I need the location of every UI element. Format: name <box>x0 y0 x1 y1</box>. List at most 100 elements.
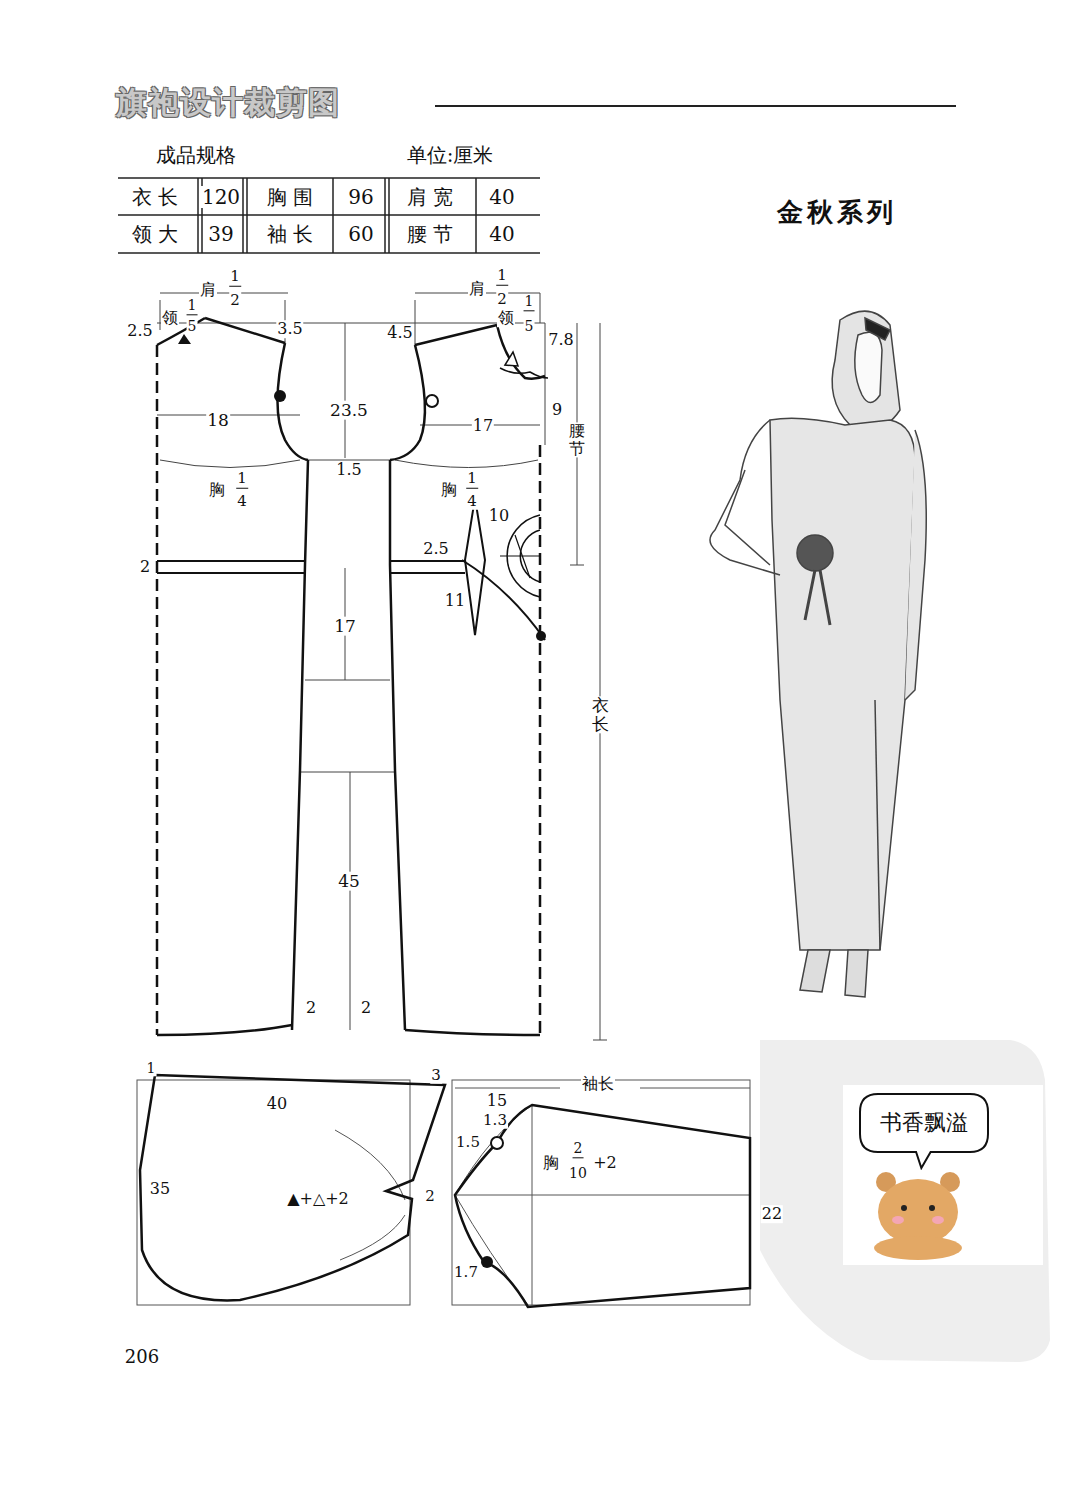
guide-line <box>300 772 395 773</box>
button-mark <box>536 631 546 641</box>
dimension-number: 4 <box>236 493 248 510</box>
back-piece <box>157 318 308 1035</box>
guide-line <box>455 1195 750 1196</box>
guide-line <box>350 772 351 1030</box>
fashion-illustration <box>875 700 880 950</box>
front-piece <box>539 445 542 1035</box>
back-piece <box>292 460 308 1030</box>
dimension-number: 10 <box>568 1166 588 1181</box>
dimension-label: 腰节 <box>568 422 586 457</box>
guide-line <box>640 1088 750 1089</box>
guide-line <box>532 1105 533 1305</box>
dimension-number: 胸 <box>440 481 458 499</box>
dimension-number: 17 <box>472 417 494 435</box>
dimension-number: 4.5 <box>386 324 413 342</box>
spec-table <box>118 178 540 253</box>
dimension-number: 1 <box>496 267 508 286</box>
balance-mark <box>491 1137 503 1149</box>
dimension-number: 40 <box>488 186 515 208</box>
dimension-number: 15 <box>486 1092 508 1110</box>
guide-line <box>345 323 346 458</box>
guide-line <box>160 460 300 468</box>
page-title: 旗袍设计裁剪图 <box>116 82 340 124</box>
guide-line <box>160 293 288 294</box>
dimension-number: 1 <box>229 268 241 287</box>
dimension-number: 衣 长 <box>131 186 179 208</box>
front-piece <box>390 345 425 460</box>
header-rule <box>435 105 956 107</box>
spec-table <box>384 178 386 253</box>
dimension-number: 1 <box>236 470 248 489</box>
dimension-number: 领 <box>161 309 179 327</box>
fashion-illustration <box>845 950 868 997</box>
dimension-number: 金秋系列 <box>776 198 898 227</box>
bear-sticker <box>892 1216 904 1224</box>
guide-line <box>305 680 390 681</box>
bear-sticker <box>874 1236 962 1260</box>
dimension-number: 肩 <box>199 281 217 299</box>
dimension-number: 1 <box>146 1061 157 1076</box>
front-piece <box>390 572 465 574</box>
dimension-number: 单位:厘米 <box>406 144 495 166</box>
dimension-number: 2.5 <box>126 322 153 340</box>
dimension-number: 1.5 <box>455 1134 481 1151</box>
spec-table <box>197 178 199 253</box>
front-piece <box>465 498 485 635</box>
guide-line <box>415 300 416 345</box>
dimension-number: 40 <box>266 1095 288 1113</box>
dimension-number: 1 <box>466 470 478 489</box>
back-piece <box>205 318 285 343</box>
dimension-number: 肩 宽 <box>406 186 454 208</box>
dimension-number: 39 <box>207 223 234 245</box>
speech-bubble: 书香飘溢 <box>858 1092 990 1154</box>
guide-line <box>157 293 607 1040</box>
dimension-number: 2 <box>305 999 317 1017</box>
dimension-number: 11 <box>444 592 466 610</box>
dimension-number: 5 <box>187 319 198 334</box>
dimension-number: 35 <box>149 1180 171 1198</box>
dimension-number: 胸 <box>542 1154 560 1172</box>
dimension-number: 1 <box>524 294 535 311</box>
guide-line <box>455 1105 532 1195</box>
notch-triangle <box>178 334 191 344</box>
fashion-illustration <box>725 470 770 565</box>
guide-line <box>157 323 545 324</box>
dimension-number: 2 <box>360 999 372 1017</box>
sticker-ground <box>843 1085 1043 1265</box>
guide-line <box>340 1215 405 1260</box>
dimension-number: 5 <box>524 319 535 334</box>
front-piece <box>405 1030 540 1035</box>
fashion-illustration <box>800 950 830 992</box>
fashion-illustration <box>855 332 882 402</box>
spec-table <box>242 178 244 253</box>
bubble-text: 书香飘溢 <box>880 1108 990 1138</box>
dimension-number: 22 <box>761 1205 783 1223</box>
frog-button <box>500 368 548 378</box>
dimension-number: 1.5 <box>335 461 362 479</box>
dimension-number: 60 <box>347 223 374 245</box>
bear-sticker <box>874 1172 962 1260</box>
dimension-number: 1.7 <box>453 1264 479 1281</box>
dimension-number: 袖 长 <box>266 223 314 245</box>
spec-table <box>332 178 334 253</box>
spec-table <box>388 178 390 253</box>
fashion-illustration <box>770 418 915 950</box>
fashion-illustration <box>905 430 926 700</box>
front-piece <box>415 325 497 345</box>
dimension-number: 2 <box>496 291 508 308</box>
dimension-number: 袖长 <box>581 1075 615 1093</box>
dimension-number: 7.8 <box>547 331 574 349</box>
back-piece <box>157 572 305 574</box>
dimension-number: 2.5 <box>422 540 449 558</box>
dimension-number: 胸 围 <box>266 186 314 208</box>
guide-line <box>545 323 546 445</box>
dimension-number: 40 <box>488 223 515 245</box>
watermark-shape <box>760 1040 1050 1362</box>
dimension-number: 2 <box>139 558 151 576</box>
dimension-number: 4 <box>466 493 478 510</box>
dimension-number: 领 大 <box>131 223 179 245</box>
back-piece <box>156 345 159 1035</box>
dimension-number: 腰 节 <box>406 223 454 245</box>
fashion-illustration <box>710 420 780 575</box>
dimension-number: 2 <box>424 1188 436 1205</box>
